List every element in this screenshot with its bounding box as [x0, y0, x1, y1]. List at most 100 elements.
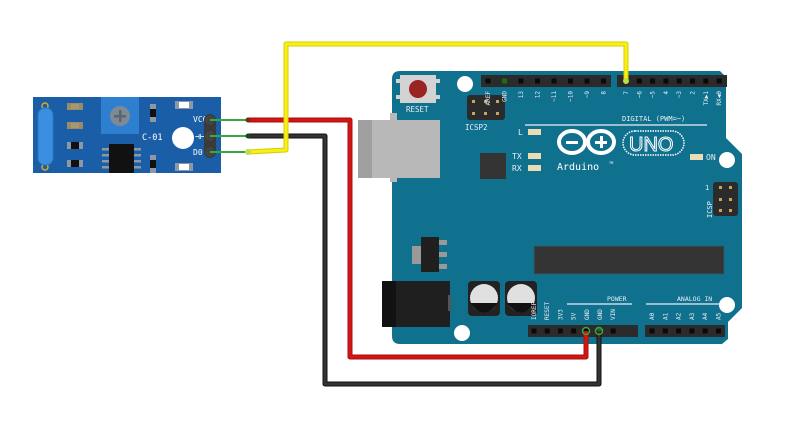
reset-button[interactable]	[396, 75, 440, 103]
analog-pin-label: A3	[689, 312, 696, 320]
uno-badge: UNO	[622, 130, 685, 157]
analog-pin-label: A2	[676, 312, 683, 320]
led-tx	[528, 153, 541, 159]
usb-port	[358, 113, 440, 182]
digital-header-label: DIGITAL (PWM=~)	[622, 115, 685, 123]
digital-pin[interactable]	[676, 78, 682, 84]
digital-pin-label: ~3	[676, 91, 683, 99]
arduino-tm: TM	[609, 161, 613, 165]
digital-pin-label: RX◀0	[716, 91, 723, 106]
digital-pin[interactable]	[551, 78, 557, 84]
indicator-led	[172, 127, 194, 149]
power-pin-label: GND	[584, 309, 591, 320]
digital-pin-label: ~11	[551, 91, 558, 102]
power-pin[interactable]	[544, 328, 550, 334]
digital-pin-label: 7	[623, 91, 630, 95]
digital-header-right[interactable]	[617, 75, 727, 87]
signal-wire[interactable]	[245, 41, 629, 155]
dc-power-jack	[382, 281, 451, 327]
power-pin-label: VIN	[610, 309, 617, 320]
digital-pin-label: 2	[690, 91, 697, 95]
analog-pin[interactable]	[702, 328, 708, 334]
analog-pin-label: A0	[649, 312, 656, 320]
analog-pin[interactable]	[716, 328, 721, 334]
icsp2-header[interactable]	[467, 95, 505, 120]
digital-pin[interactable]	[663, 78, 669, 84]
digital-pin[interactable]	[703, 78, 709, 84]
led-label-on: ON	[706, 153, 716, 162]
power-pin-label: RESET	[544, 302, 551, 320]
led-rx	[528, 165, 541, 171]
capacitor	[468, 281, 500, 316]
analog-header-label: ANALOG IN	[677, 295, 712, 303]
module-header	[204, 114, 216, 158]
digital-pin[interactable]	[485, 78, 491, 84]
arduino-logo-icon	[557, 129, 616, 155]
digital-pin-label: ~9	[584, 91, 591, 99]
comparator-ic	[102, 144, 141, 173]
digital-pin-label: ~6	[636, 91, 643, 99]
potentiometer[interactable]	[101, 97, 139, 134]
usb-controller-chip	[480, 153, 506, 179]
digital-pin-label: 8	[601, 91, 608, 95]
led-l	[528, 129, 541, 135]
digital-pin[interactable]	[690, 78, 695, 84]
pin-label-gnd: ⊣⊢	[195, 132, 205, 141]
led-label-tx: TX	[512, 152, 522, 161]
led-on	[690, 154, 703, 160]
digital-pin[interactable]	[518, 78, 524, 84]
voltage-regulator	[412, 237, 447, 272]
mounting-hole	[719, 297, 735, 313]
analog-pin[interactable]	[689, 328, 695, 334]
led-label-l: L	[518, 128, 523, 137]
digital-pin[interactable]	[568, 78, 573, 84]
power-pin-label: IOREF	[531, 302, 538, 320]
digital-pin-label: ~10	[568, 91, 575, 102]
digital-pin[interactable]	[636, 78, 642, 84]
mounting-hole	[719, 152, 735, 168]
power-pin[interactable]	[557, 328, 563, 334]
power-pin[interactable]	[610, 328, 616, 334]
digital-pin[interactable]	[601, 78, 606, 84]
power-pin-label: 3V3	[557, 309, 564, 320]
analog-header[interactable]	[645, 325, 725, 337]
digital-pin-label: GND	[502, 91, 509, 102]
analog-pin-label: A1	[662, 312, 669, 320]
mounting-hole	[454, 325, 470, 341]
chip-label: C-01	[142, 133, 162, 143]
microcontroller-chip	[533, 245, 725, 275]
vcc-wire[interactable]	[245, 117, 591, 360]
digital-pin[interactable]	[584, 78, 590, 84]
icsp-label: ICSP	[706, 201, 714, 218]
icsp2-label: ICSP2	[465, 123, 488, 132]
digital-pin[interactable]	[535, 78, 540, 84]
mounting-hole	[457, 76, 473, 92]
capacitor	[505, 281, 537, 316]
digital-pin-label: TX▶1	[703, 91, 710, 106]
analog-pin[interactable]	[662, 328, 668, 334]
power-pin[interactable]	[571, 328, 577, 334]
smd-components	[67, 101, 193, 173]
sensor-module[interactable]: C-01 VCC ⊣⊢ D0	[33, 97, 248, 173]
svg-text:UNO: UNO	[629, 134, 673, 156]
digital-pin[interactable]	[716, 78, 722, 84]
digital-pin-label: ~5	[650, 91, 657, 99]
board-pcb	[392, 71, 742, 344]
power-pin[interactable]	[531, 328, 537, 334]
digital-pin-label: 12	[535, 91, 542, 99]
digital-pin-label: AREF	[485, 91, 492, 106]
pin-label-vcc: VCC	[193, 115, 208, 124]
icsp-header[interactable]	[713, 182, 738, 216]
power-pin-label: GND	[597, 309, 604, 320]
analog-pin[interactable]	[649, 328, 655, 334]
digital-pin[interactable]	[650, 78, 656, 84]
power-header-label: POWER	[607, 295, 627, 303]
pin-label-d0: D0	[193, 148, 203, 157]
digital-pin[interactable]	[502, 78, 507, 84]
analog-pin[interactable]	[676, 328, 682, 334]
digital-header-left[interactable]	[481, 75, 611, 87]
arduino-logo-text: Arduino	[557, 162, 599, 173]
gnd-wire[interactable]	[245, 133, 604, 387]
